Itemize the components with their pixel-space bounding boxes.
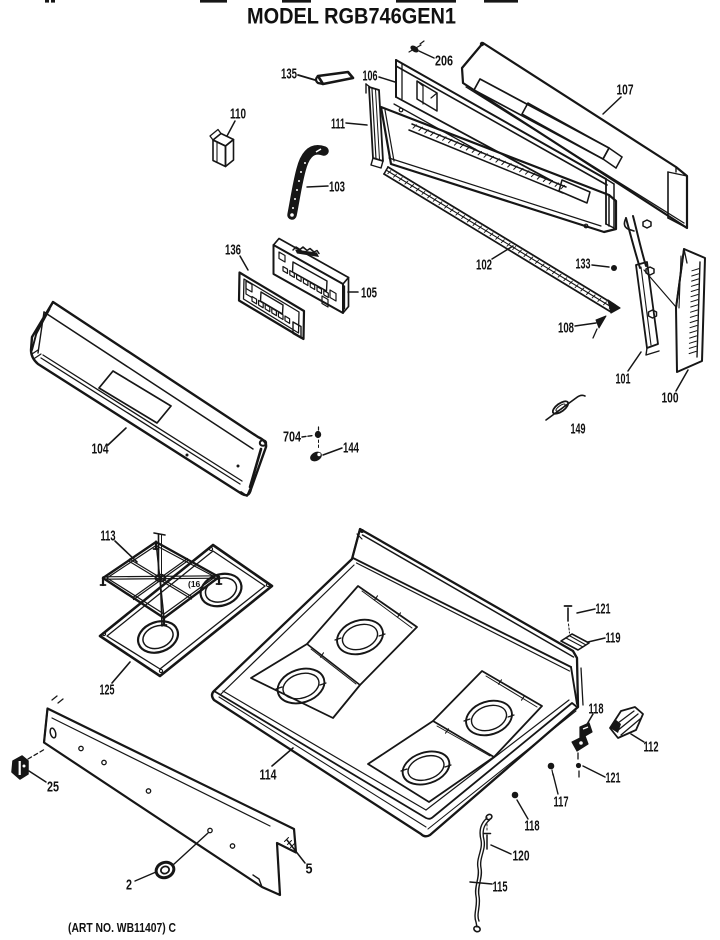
svg-text:25: 25 (47, 778, 59, 795)
svg-text:149: 149 (571, 420, 586, 437)
svg-text:104: 104 (92, 440, 109, 457)
svg-text:111: 111 (331, 115, 345, 132)
svg-text:110: 110 (230, 105, 246, 122)
svg-text:125: 125 (100, 681, 115, 698)
svg-text:118: 118 (589, 700, 604, 717)
svg-text:135: 135 (281, 65, 297, 82)
svg-text:105: 105 (361, 284, 377, 301)
svg-text:133: 133 (576, 255, 591, 272)
svg-text:121: 121 (596, 600, 611, 617)
svg-text:119: 119 (606, 629, 621, 646)
svg-text:115: 115 (493, 878, 508, 895)
svg-text:107: 107 (617, 81, 634, 98)
svg-text:144: 144 (343, 439, 359, 456)
svg-text:(ART NO. WB11407) C: (ART NO. WB11407) C (68, 921, 176, 935)
svg-text:102: 102 (476, 256, 492, 273)
svg-text:108: 108 (558, 319, 574, 336)
svg-text:118: 118 (525, 817, 540, 834)
svg-text:120: 120 (513, 847, 530, 864)
svg-text:5: 5 (306, 860, 313, 877)
svg-text:114: 114 (260, 766, 277, 783)
svg-text:206: 206 (435, 52, 453, 69)
svg-text:704: 704 (283, 428, 301, 445)
svg-text:117: 117 (554, 793, 569, 810)
svg-text:106: 106 (363, 67, 378, 84)
svg-text:121: 121 (606, 769, 621, 786)
svg-text:103: 103 (329, 178, 345, 195)
svg-text:(16: (16 (188, 579, 201, 589)
svg-text:112: 112 (644, 738, 659, 755)
svg-text:100: 100 (662, 389, 679, 406)
svg-text:2: 2 (126, 876, 132, 893)
svg-text:MODEL RGB746GEN1: MODEL RGB746GEN1 (247, 4, 456, 29)
svg-text:113: 113 (101, 527, 116, 544)
svg-text:101: 101 (616, 370, 631, 387)
svg-text:136: 136 (225, 241, 241, 258)
